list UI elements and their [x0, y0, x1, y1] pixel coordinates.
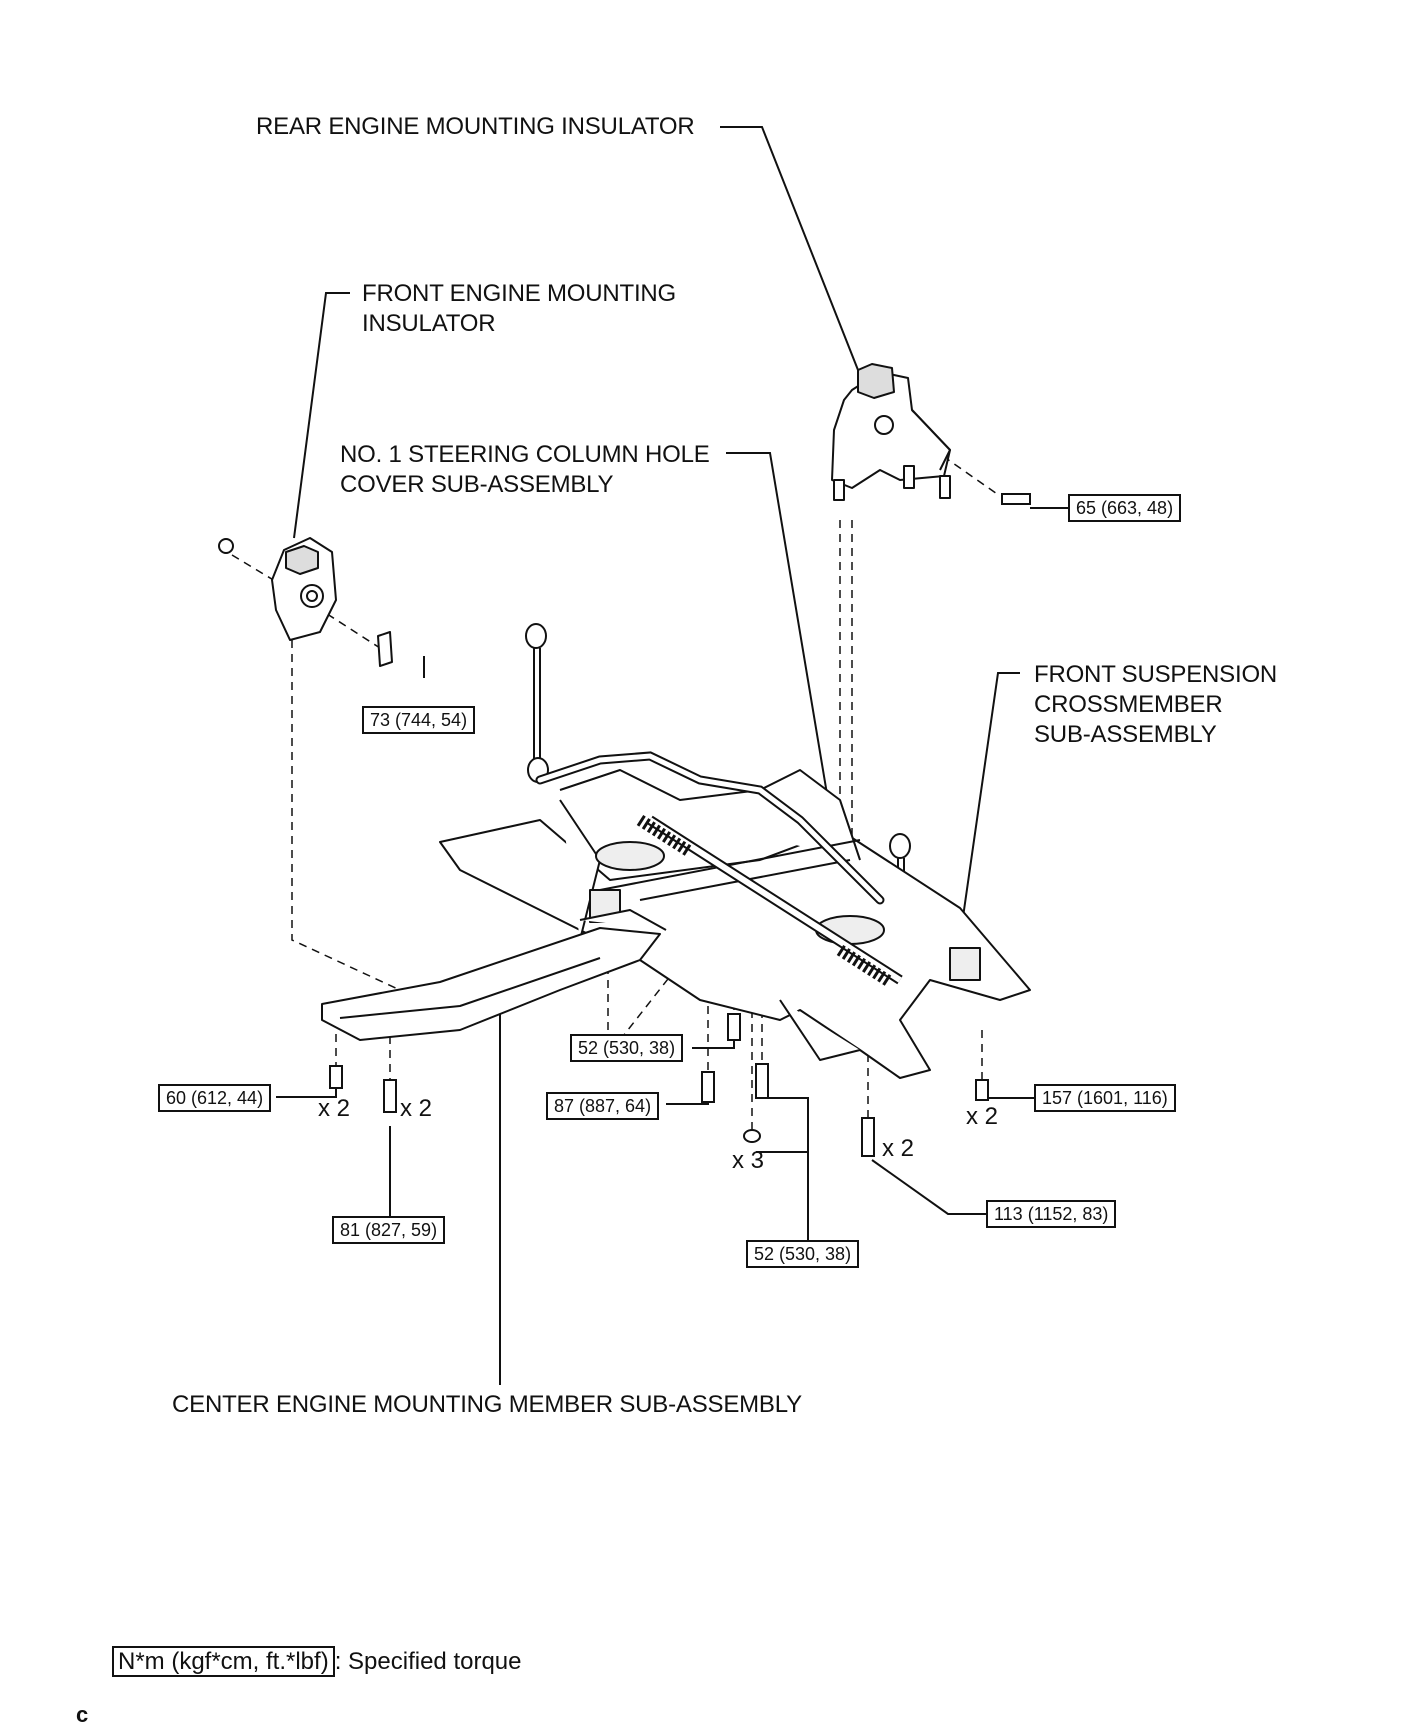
- stabilizer-link-left: [525, 623, 549, 783]
- label-front-engine-mounting-insulator-line1: FRONT ENGINE MOUNTING: [362, 280, 677, 307]
- torque-box-crossmember-157: 157 (1601, 116): [1034, 1084, 1176, 1112]
- front-engine-mounting-insulator: [218, 537, 393, 667]
- nut-52b: [743, 1129, 761, 1143]
- leader-front-engine-mounting-insulator: [293, 292, 350, 539]
- torque-box-front-mount: 73 (744, 54): [362, 706, 476, 734]
- fasteners: [329, 493, 1031, 1157]
- quantity-bolt-81: x 2: [400, 1095, 433, 1122]
- quantity-bolt-157: x 2: [966, 1103, 999, 1130]
- torque-box-center-member-60: 60 (612, 44): [158, 1084, 272, 1112]
- rear-engine-mounting-insulator: [831, 363, 951, 501]
- bolt-113: [861, 1117, 875, 1157]
- center-engine-mounting-member: [321, 909, 667, 1041]
- torque-box-crossmember-113: 113 (1152, 83): [986, 1200, 1117, 1228]
- label-steering-column-hole-cover-line1: NO. 1 STEERING COLUMN HOLE: [340, 441, 710, 468]
- label-rear-engine-mounting-insulator: REAR ENGINE MOUNTING INSULATOR: [256, 113, 695, 140]
- legend-description: : Specified torque: [334, 1648, 522, 1675]
- bolt-52a: [727, 1013, 741, 1041]
- bolt-60: [329, 1065, 343, 1089]
- torque-box-center-member-81: 81 (827, 59): [332, 1216, 446, 1244]
- leader-torque-60: [276, 1088, 337, 1098]
- bolt-81: [383, 1079, 397, 1113]
- torque-box-member-87: 87 (887, 64): [546, 1092, 660, 1120]
- leader-front-suspension-crossmember: [959, 672, 1020, 939]
- label-front-suspension-crossmember-line1: FRONT SUSPENSION: [1034, 661, 1278, 688]
- bolt-52b: [755, 1063, 769, 1099]
- front-mount-nut: [218, 538, 234, 554]
- bolt-65: [1001, 493, 1031, 505]
- leader-rear-engine-mounting-insulator: [720, 126, 859, 371]
- torque-box-cover-52: 52 (530, 38): [570, 1034, 684, 1062]
- leader-torque-113: [871, 1159, 986, 1215]
- label-center-engine-mounting-member: CENTER ENGINE MOUNTING MEMBER SUB-ASSEMB…: [172, 1391, 802, 1418]
- quantity-bolt-60: x 2: [318, 1095, 351, 1122]
- quantity-nut: x 3: [732, 1147, 765, 1174]
- front-mount-bolt: [377, 631, 393, 667]
- torque-box-nut-52: 52 (530, 38): [746, 1240, 860, 1268]
- dashed-front-mount-to-member: [291, 640, 401, 991]
- quantity-bolt-113: x 2: [882, 1135, 915, 1162]
- bolt-157: [975, 1079, 989, 1101]
- label-front-suspension-crossmember-line2: CROSSMEMBER: [1034, 691, 1223, 718]
- leader-steering-column-hole-cover: [726, 452, 831, 813]
- steering-gear: [636, 814, 903, 988]
- bolt-87: [701, 1071, 715, 1103]
- torque-box-rear-mount: 65 (663, 48): [1068, 494, 1182, 522]
- torque-legend: N*m (kgf*cm, ft.*lbf): Specified torque: [112, 1646, 522, 1678]
- label-front-engine-mounting-insulator-line2: INSULATOR: [362, 310, 496, 337]
- front-suspension-crossmember: [439, 769, 1031, 1079]
- label-front-suspension-crossmember-line3: SUB-ASSEMBLY: [1034, 721, 1217, 748]
- label-steering-column-hole-cover-line2: COVER SUB-ASSEMBLY: [340, 471, 614, 498]
- legend-unit-box: N*m (kgf*cm, ft.*lbf): [112, 1646, 335, 1677]
- leader-torque-52b: [762, 1097, 809, 1240]
- corner-mark: c: [76, 1702, 89, 1727]
